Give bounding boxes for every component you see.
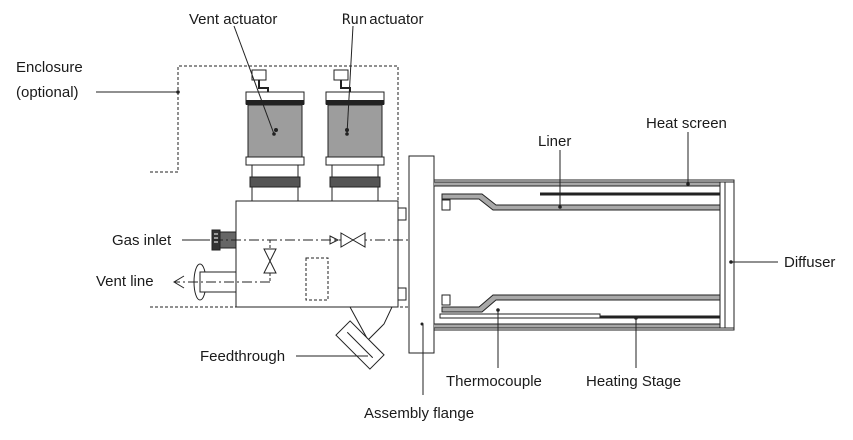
- assembly-flange: [408, 155, 435, 354]
- vent-line-fitting: [173, 263, 270, 301]
- heating-stage: [439, 192, 720, 319]
- enclosure-outline: [150, 65, 410, 308]
- flow-arrow-icon: [329, 235, 340, 245]
- enclosure-optional-label: (optional): [16, 84, 79, 101]
- heat-screen-label: Heat screen: [646, 115, 727, 132]
- diffuser: [720, 181, 735, 329]
- liner: [441, 193, 721, 313]
- run-valve-icon: [340, 232, 366, 248]
- feedthrough-label: Feedthrough: [200, 348, 285, 365]
- vent-actuator: [245, 69, 305, 202]
- run-actuator-prefix: Run: [342, 12, 367, 28]
- run-actuator-suffix: actuator: [369, 11, 423, 28]
- feedthrough: [335, 306, 393, 370]
- leader-lines: [96, 25, 778, 395]
- liner-label: Liner: [538, 133, 571, 150]
- valve-body: [235, 200, 407, 308]
- vent-actuator-label: Vent actuator: [189, 11, 277, 28]
- vent-line-label: Vent line: [96, 273, 154, 290]
- run-actuator: [325, 69, 385, 202]
- thermocouple-label: Thermocouple: [446, 373, 542, 390]
- heating-stage-label: Heating Stage: [586, 373, 681, 390]
- enclosure-label: Enclosure: [16, 59, 83, 76]
- diffuser-label: Diffuser: [784, 254, 835, 271]
- assembly-flange-label: Assembly flange: [364, 405, 474, 422]
- gas-inlet-label: Gas inlet: [112, 232, 172, 249]
- vent-valve-icon: [263, 240, 277, 282]
